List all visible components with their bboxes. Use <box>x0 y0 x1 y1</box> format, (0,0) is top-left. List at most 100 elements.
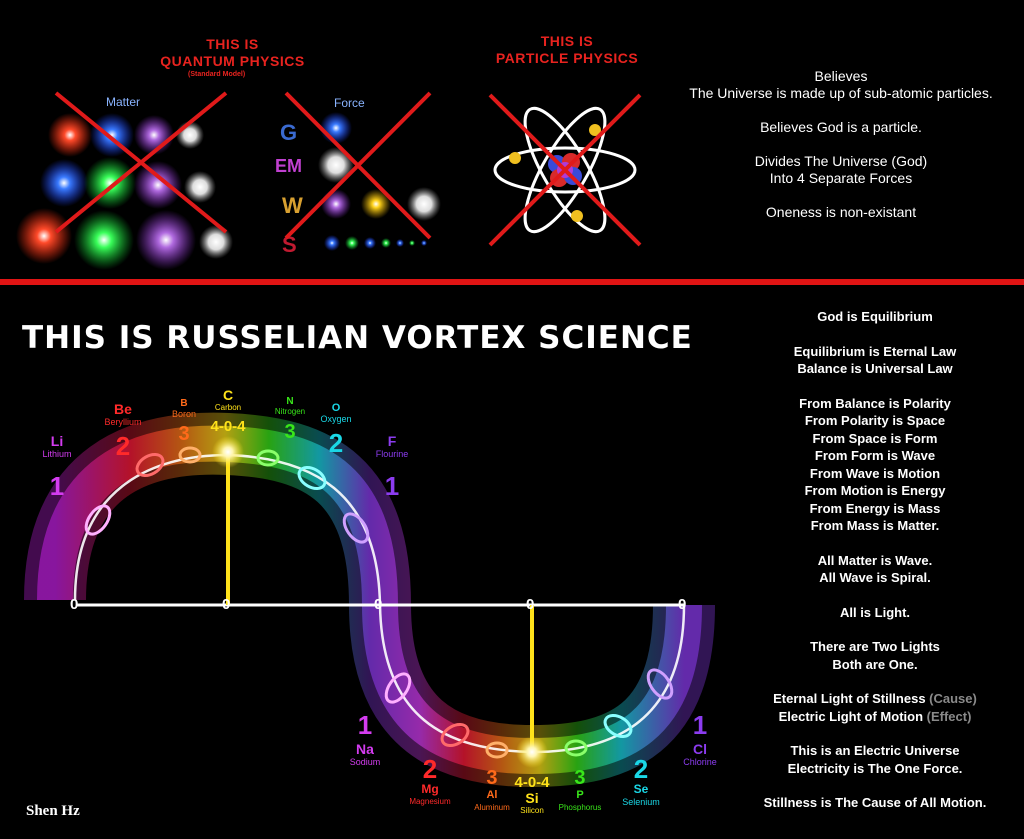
element-name: Chlorine <box>683 757 717 767</box>
beliefs-block: Believes The Universe is made up of sub-… <box>660 68 1022 221</box>
text-line: Equilibrium is Eternal Law <box>793 343 957 359</box>
text-line: All is Light. <box>839 604 911 620</box>
element-phosphorus: 3 P Phosphorus <box>559 768 602 813</box>
element-selenium: 2 Se Selenium <box>622 756 660 807</box>
cross-out-matter <box>54 91 228 234</box>
element-number: 2 <box>633 754 649 784</box>
element-number: 3 <box>284 421 296 443</box>
element-name: Nitrogen <box>274 407 306 416</box>
element-number: 1 <box>692 710 708 740</box>
silicon-node <box>516 736 548 768</box>
element-symbol: C <box>222 387 234 403</box>
element-name: Oxygen <box>320 414 352 424</box>
svg-text:W: W <box>282 193 303 218</box>
carbon-node <box>212 436 244 468</box>
element-number: 1 <box>357 710 373 740</box>
equilibrium-axis <box>76 436 684 768</box>
belief-1-line2: The Universe is made up of sub-atomic pa… <box>689 85 993 101</box>
element-symbol: Mg <box>421 782 439 796</box>
text-line: From Mass is Matter. <box>810 518 940 533</box>
element-number: 4-0-4 <box>514 774 550 791</box>
element-symbol: Cl <box>693 741 707 757</box>
svg-text:EM: EM <box>275 156 302 176</box>
text-line: All Matter is Wave. <box>817 552 933 568</box>
belief-3-line2: Into 4 Separate Forces <box>769 170 913 186</box>
element-name: Sodium <box>349 757 381 767</box>
text-fragment: Eternal Light of Stillness <box>773 691 930 706</box>
element-symbol: F <box>387 433 397 449</box>
element-number: 3 <box>486 767 498 789</box>
text-line: Balance is Universal Law <box>797 361 953 376</box>
element-name: Beryllium <box>104 417 142 427</box>
element-magnesium: 2 Mg Magnesium <box>409 756 450 807</box>
element-name: Flourine <box>375 449 409 459</box>
author-credit: Shen Hz <box>26 803 80 819</box>
element-number: 3 <box>574 767 586 789</box>
text-fragment: Electric Light of Motion <box>778 708 927 724</box>
element-number: 2 <box>422 754 438 784</box>
element-boron: B Boron 3 <box>172 398 196 445</box>
text-line-cause: Eternal Light of Stillness (Cause) <box>730 690 1020 708</box>
text-line: From Energy is Mass <box>809 500 941 516</box>
zero-marker-1: 0 <box>70 596 79 613</box>
text-line: From Space is Form <box>812 430 938 446</box>
element-name: Magnesium <box>409 797 451 806</box>
element-number: 2 <box>115 431 131 461</box>
element-carbon: C Carbon 4-0-4 <box>210 388 245 436</box>
quantum-title: THIS IS QUANTUM PHYSICS <box>140 36 325 70</box>
particle-title-line2: PARTICLE PHYSICS <box>495 50 639 66</box>
element-chlorine: 1 Cl Chlorine <box>683 712 717 767</box>
element-number: 1 <box>49 471 65 501</box>
vortex-title: THIS IS RUSSELIAN VORTEX SCIENCE <box>22 320 693 356</box>
zero-marker-3: 0 <box>374 596 383 613</box>
text-line: Stillness is The Cause of All Motion. <box>763 795 987 810</box>
element-name: Selenium <box>622 797 660 807</box>
element-name: Boron <box>171 409 197 419</box>
element-name: Phosphorus <box>558 803 602 812</box>
element-name: Lithium <box>42 449 72 459</box>
element-name: Carbon <box>214 403 242 412</box>
belief-1-line1: Believes <box>814 68 868 84</box>
text-line: Electricity is The One Force. <box>787 760 963 776</box>
element-fluorine: F Flourine 1 <box>375 433 409 501</box>
element-symbol: P <box>576 789 584 801</box>
force-particles: G EM W S <box>275 112 441 257</box>
particle-title: THIS IS PARTICLE PHYSICS <box>478 33 656 67</box>
particle-title-line1: THIS IS <box>540 33 594 49</box>
text-line-effect: Electric Light of Motion (Effect) <box>730 708 1020 726</box>
philosophy-text: God is Equilibrium Equilibrium is Eterna… <box>730 308 1020 812</box>
text-line: God is Equilibrium <box>817 309 933 324</box>
element-number: 1 <box>384 471 400 501</box>
element-beryllium: Be Beryllium 2 <box>104 401 142 461</box>
element-oxygen: O Oxygen 2 <box>320 402 351 456</box>
text-line: Both are One. <box>832 656 918 672</box>
text-line: From Form is Wave <box>814 448 936 463</box>
text-line: From Motion is Energy <box>804 483 946 498</box>
svg-text:S: S <box>282 232 297 257</box>
text-line: All Wave is Spiral. <box>819 570 931 585</box>
element-symbol: Be <box>114 401 132 417</box>
element-symbol: N <box>286 396 294 407</box>
element-number: 4-0-4 <box>210 418 246 435</box>
element-name: Aluminum <box>474 803 510 812</box>
zero-marker-2: 0 <box>222 596 231 613</box>
element-symbol: Li <box>50 433 64 449</box>
element-symbol: B <box>180 398 188 409</box>
force-label: Force <box>334 96 365 110</box>
cross-out-atom <box>488 93 642 247</box>
text-line: From Wave is Motion <box>809 465 941 481</box>
element-number: 3 <box>178 423 190 445</box>
matter-label: Matter <box>106 95 141 109</box>
text-line: This is an Electric Universe <box>790 743 960 758</box>
element-aluminum: 3 Al Aluminum <box>474 768 510 813</box>
element-name: Silicon <box>520 806 544 815</box>
quantum-subtitle: (Standard Model) <box>188 71 246 78</box>
text-line: There are Two Lights <box>810 639 940 654</box>
quantum-title-line2: QUANTUM PHYSICS <box>160 53 305 69</box>
element-symbol: Se <box>633 782 649 796</box>
zero-marker-5: 0 <box>678 596 687 613</box>
element-number: 2 <box>328 428 344 458</box>
quantum-title-line1: THIS IS <box>206 36 259 52</box>
element-symbol: Na <box>356 741 374 757</box>
